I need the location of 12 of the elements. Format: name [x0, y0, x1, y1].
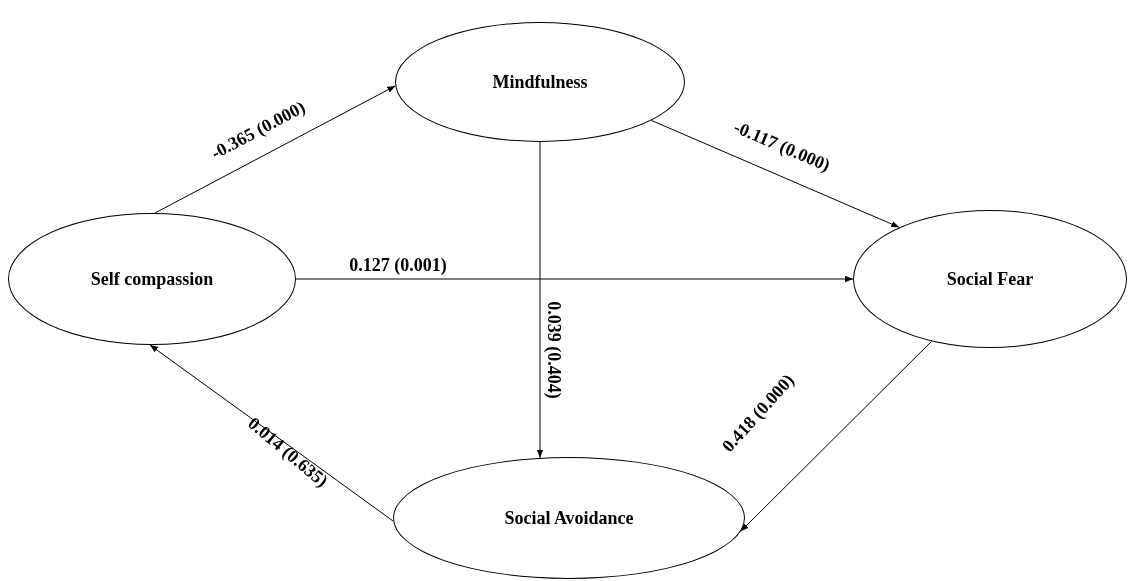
arrow: [536, 141, 544, 459]
node-label: Social Fear: [946, 268, 1034, 290]
arrow: [149, 344, 394, 522]
arrow: [650, 119, 900, 228]
edge-label: 0.127 (0.001): [349, 256, 447, 274]
arrow: [295, 275, 854, 283]
arrow: [740, 340, 932, 532]
node-label: Mindfulness: [492, 71, 588, 93]
node-label: Social Avoidance: [504, 507, 634, 529]
node-label: Self compassion: [90, 268, 214, 290]
edge-label: 0.039 (0.404): [545, 301, 563, 399]
arrow: [154, 85, 396, 214]
